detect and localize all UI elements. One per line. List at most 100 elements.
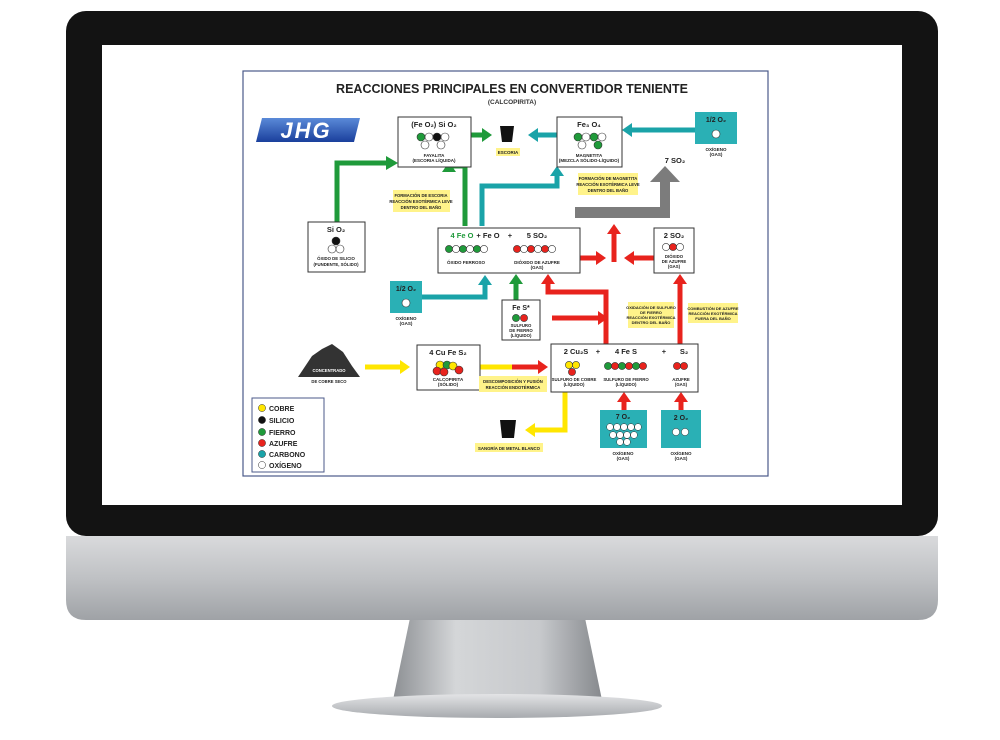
note-oxidacion: OXIDACIÓN DE SULFURO DE FIERRO REACCIÓN … — [626, 302, 676, 328]
svg-text:OXIDACIÓN DE SULFURO: OXIDACIÓN DE SULFURO — [626, 305, 676, 310]
note-descomposicion: DESCOMPOSICIÓN Y FUSIÓN REACCIÓN ENDOTÉR… — [479, 376, 547, 392]
svg-text:(FUNDENTE, SÓLIDO): (FUNDENTE, SÓLIDO) — [313, 262, 359, 267]
svg-text:2 SO₂: 2 SO₂ — [664, 231, 684, 240]
svg-text:COMBUSTIÓN DE AZUFRE: COMBUSTIÓN DE AZUFRE — [687, 306, 739, 311]
svg-text:REACCIÓN EXOTÉRMICA LEVE: REACCIÓN EXOTÉRMICA LEVE — [389, 199, 453, 204]
oxigeno-2-box: 2 O₂ OXÍGENO (GAS) — [661, 410, 701, 461]
svg-text:(GAS): (GAS) — [675, 456, 688, 461]
legend: COBRE SILICIO FIERRO AZUFRE CARBONO OXÍG… — [251, 397, 325, 473]
svg-text:4 Fe O: 4 Fe O — [451, 231, 474, 240]
fes-box: Fe S* SULFURO DE FIERRO (LÍQUIDO) — [501, 299, 541, 341]
svg-text:OXÍGENO: OXÍGENO — [269, 461, 302, 470]
svg-text:(LÍQUIDO): (LÍQUIDO) — [511, 333, 532, 338]
note-escoria: FORMACIÓN DE ESCORIA REACCIÓN EXOTÉRMICA… — [389, 190, 453, 212]
magnetita-box: Fe₃ O₄ MAGNETITA (MEZCLA SÓLIDO-LÍQUIDO) — [556, 116, 623, 168]
svg-text:CALCOPIRITA: CALCOPIRITA — [433, 377, 464, 382]
svg-text:AZUFRE: AZUFRE — [269, 441, 298, 448]
svg-text:FUERA DEL BAÑO: FUERA DEL BAÑO — [695, 316, 731, 321]
monitor-stand — [393, 618, 602, 700]
svg-text:SANGRÍA DE METAL BLANCO: SANGRÍA DE METAL BLANCO — [478, 446, 541, 451]
escoria-box: ESCORIA — [496, 126, 520, 156]
svg-text:(GAS): (GAS) — [531, 265, 544, 270]
oxigeno-mid-box: 1/2 O₂ OXÍGENO (GAS) — [390, 281, 422, 326]
svg-text:DESCOMPOSICIÓN Y FUSIÓN: DESCOMPOSICIÓN Y FUSIÓN — [483, 379, 543, 384]
svg-text:REACCIÓN EXOTÉRMICA: REACCIÓN EXOTÉRMICA — [626, 315, 675, 320]
svg-text:2 Cu₂S: 2 Cu₂S — [564, 347, 589, 356]
arrow-oxigeno-mid — [422, 283, 488, 300]
svg-text:FIERRO: FIERRO — [269, 430, 296, 437]
so2-exit-label: 7 SO₂ — [665, 156, 685, 165]
arrow-feo-to-magnetita — [479, 174, 560, 226]
svg-text:(GAS): (GAS) — [675, 382, 688, 387]
svg-text:2 O₂: 2 O₂ — [674, 415, 688, 422]
svg-text:(LÍQUIDO): (LÍQUIDO) — [564, 382, 585, 387]
mata-box: 2 Cu₂S + 4 Fe S + S₂ SULFURO DE COBRE (L… — [550, 343, 699, 393]
arrows — [334, 123, 695, 437]
legend-item-oxigeno: OXÍGENO — [258, 461, 302, 470]
svg-text:OXÍGENO: OXÍGENO — [395, 314, 417, 321]
svg-text:DENTRO DEL BAÑO: DENTRO DEL BAÑO — [588, 188, 629, 193]
svg-text:7 O₂: 7 O₂ — [616, 414, 630, 421]
note-magnetita: FORMACIÓN DE MAGNETITA REACCIÓN EXOTÉRMI… — [576, 173, 640, 195]
legend-item-silicio: SILICIO — [258, 416, 295, 425]
svg-text:(ESCORIA LÍQUIDA): (ESCORIA LÍQUIDA) — [412, 156, 456, 163]
legend-item-cobre: COBRE — [258, 404, 295, 413]
svg-text:COBRE: COBRE — [269, 406, 295, 413]
svg-text:CARBONO: CARBONO — [269, 452, 306, 459]
svg-text:ESCORIA: ESCORIA — [498, 150, 519, 155]
svg-text:4 Fe S: 4 Fe S — [615, 347, 637, 356]
monitor-base — [332, 694, 662, 718]
svg-text:(GAS): (GAS) — [400, 321, 413, 326]
svg-text:SULFURO DE COBRE: SULFURO DE COBRE — [552, 377, 597, 382]
svg-text:DENTRO DEL BAÑO: DENTRO DEL BAÑO — [401, 205, 442, 210]
arrow-so2-exit — [575, 180, 670, 218]
svg-text:DE FIERRO: DE FIERRO — [509, 328, 533, 333]
oxigeno-top-box: 1/2 O₂ OXÍGENO (GAS) — [695, 112, 737, 157]
svg-text:Si O₂: Si O₂ — [327, 225, 345, 234]
svg-text:REACCIÓN EXOTÉRMICA LEVE: REACCIÓN EXOTÉRMICA LEVE — [576, 182, 640, 187]
svg-text:CONCENTRADO: CONCENTRADO — [312, 368, 346, 373]
so2-right-box: 2 SO₂ DIÓXIDO DE AZUFRE (GAS) — [653, 227, 695, 274]
svg-text:Fe S*: Fe S* — [512, 305, 530, 312]
svg-text:DE COBRE SECO: DE COBRE SECO — [311, 379, 347, 384]
silice-box: Si O₂ ÓXIDO DE SILICIO (FUNDENTE, SÓLIDO… — [307, 221, 366, 273]
svg-text:DIÓXIDO DE AZUFRE: DIÓXIDO DE AZUFRE — [514, 258, 560, 265]
fayalita-box: (Fe O₂) Si O₂ FAYALITA (ESCORIA LÍQUIDA) — [397, 116, 472, 168]
svg-text:(GAS): (GAS) — [710, 152, 723, 157]
svg-text:DE FIERRO: DE FIERRO — [640, 310, 662, 315]
svg-text:DIÓXIDO: DIÓXIDO — [665, 254, 684, 259]
svg-text:OXÍGENO: OXÍGENO — [612, 449, 634, 456]
svg-text:(GAS): (GAS) — [617, 456, 630, 461]
ore-pile-icon — [298, 344, 360, 377]
svg-text:ÓXIDO FERROSO: ÓXIDO FERROSO — [447, 258, 486, 265]
svg-text:OXÍGENO: OXÍGENO — [670, 449, 692, 456]
svg-text:SULFURO DE FIERRO: SULFURO DE FIERRO — [603, 377, 649, 382]
sangria-box: SANGRÍA DE METAL BLANCO — [475, 420, 543, 452]
svg-text:FAYALITA: FAYALITA — [424, 153, 446, 158]
svg-text:ÓXIDO DE SILICIO: ÓXIDO DE SILICIO — [317, 256, 355, 261]
svg-text:(GAS): (GAS) — [668, 264, 681, 269]
crucible-icon — [500, 420, 516, 438]
concentrado-pile: CONCENTRADO DE COBRE SECO — [298, 344, 360, 384]
diagram-subtitle: (CALCOPIRITA) — [488, 99, 536, 106]
monitor-chin — [66, 536, 938, 620]
svg-text:FORMACIÓN DE ESCORIA: FORMACIÓN DE ESCORIA — [394, 193, 447, 198]
svg-text:MAGNETITA: MAGNETITA — [576, 153, 603, 158]
oxigeno-7-box: 7 O₂ OXÍGENO (GAS) — [600, 410, 647, 461]
svg-text:+: + — [662, 347, 667, 356]
svg-text:REACCIÓN EXOTÉRMICA: REACCIÓN EXOTÉRMICA — [688, 311, 737, 316]
svg-text:(SÓLIDO): (SÓLIDO) — [438, 380, 459, 387]
legend-item-fierro: FIERRO — [258, 428, 296, 437]
svg-text:AZUFRE: AZUFRE — [672, 377, 690, 382]
arrow-silice-to-fayalita — [334, 160, 392, 222]
svg-text:1/2 O₂: 1/2 O₂ — [706, 117, 726, 124]
svg-text:S₂: S₂ — [680, 347, 688, 356]
svg-text:JHG: JHG — [280, 118, 331, 143]
svg-text:4 Cu Fe S₂: 4 Cu Fe S₂ — [429, 348, 467, 357]
svg-text:REACCIÓN ENDOTÉRMICA: REACCIÓN ENDOTÉRMICA — [486, 385, 541, 390]
calcopirita-box: 4 Cu Fe S₂ CALCOPIRITA (SÓLIDO) — [416, 344, 481, 391]
svg-text:DENTRO DEL BAÑO: DENTRO DEL BAÑO — [632, 320, 671, 325]
arrow-sangria — [533, 392, 568, 433]
jhg-logo: JHG — [256, 118, 360, 143]
